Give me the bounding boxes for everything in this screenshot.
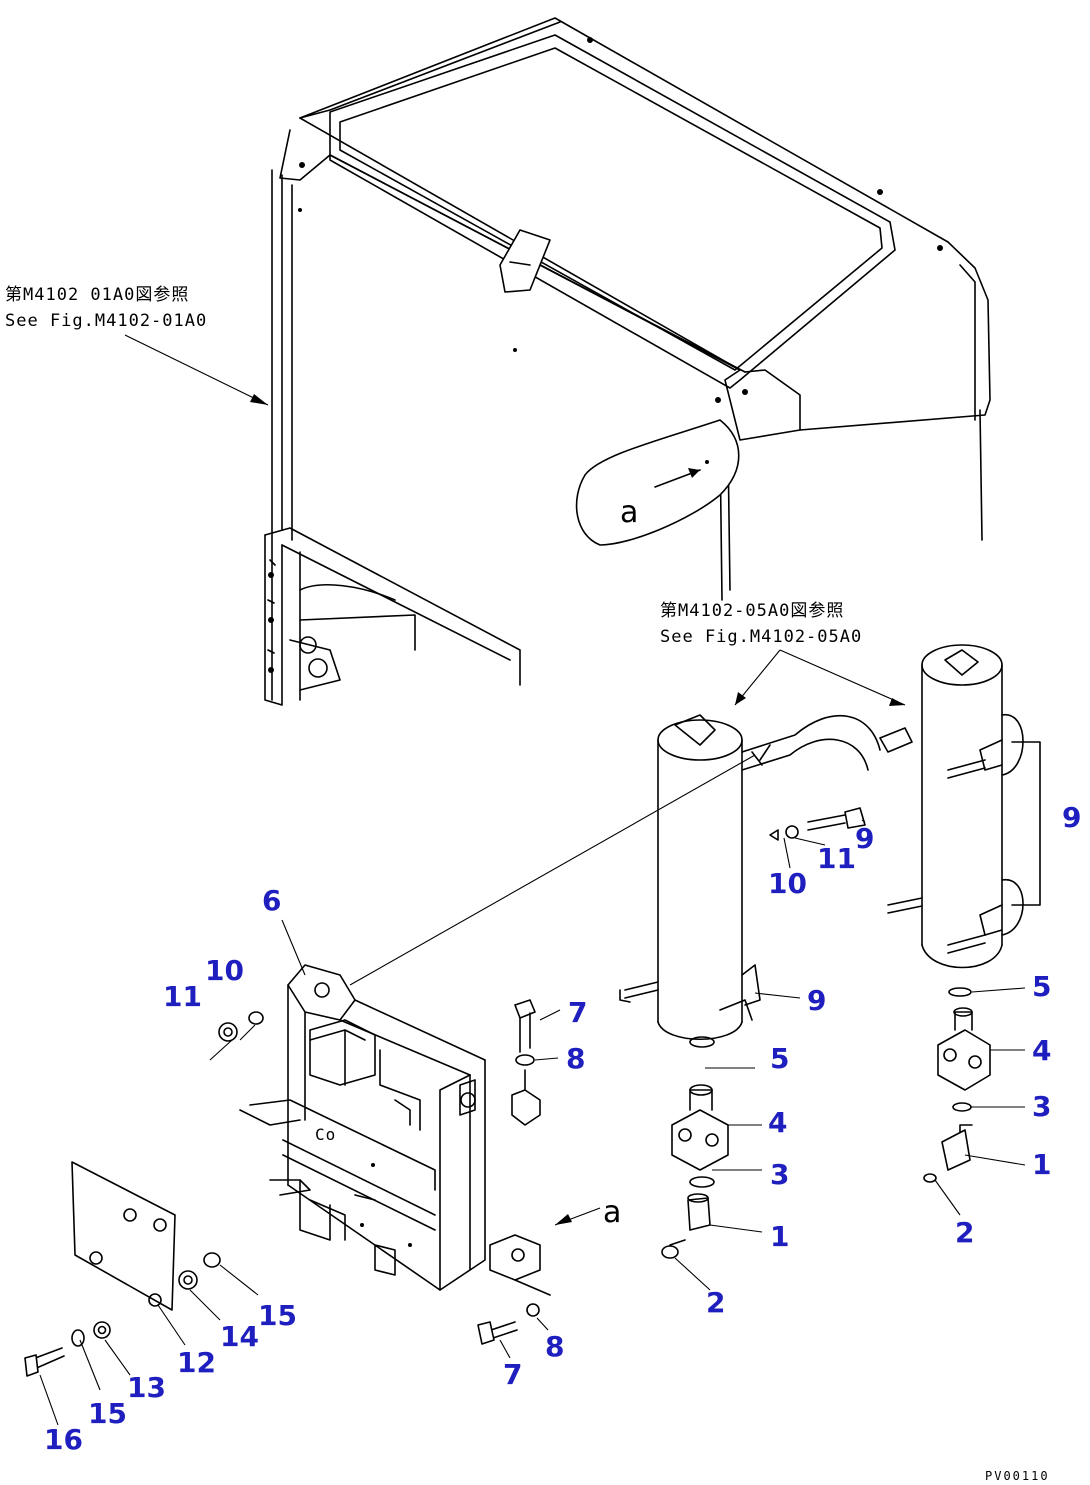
cover-plate [71, 1161, 176, 1311]
callout-9-right: 9 [1062, 801, 1081, 834]
callout-10-left: 10 [205, 954, 244, 987]
leader-lines [39, 334, 1040, 1426]
reference-note-2-jp: 第M4102-05A0図参照 [660, 601, 844, 621]
callout-8-lower: 8 [545, 1330, 564, 1363]
callout-1-right: 1 [1032, 1148, 1051, 1181]
callout-11-left: 11 [163, 980, 202, 1013]
hardware [24, 999, 540, 1377]
callout-15-lower: 15 [88, 1397, 127, 1430]
reference-note-1-jp: 第M4102 01A0図参照 [5, 285, 189, 305]
callout-12: 12 [177, 1346, 216, 1379]
reference-note-2-en: See Fig.M4102-05A0 [660, 627, 862, 647]
reference-note-1-en: See Fig.M4102-01A0 [5, 311, 207, 331]
callout-6: 6 [262, 884, 281, 917]
callout-5-left: 5 [770, 1042, 789, 1075]
view-tag-arrow: a [603, 1195, 621, 1230]
callout-13: 13 [127, 1371, 166, 1404]
svg-text:Co: Co [315, 1125, 336, 1144]
callout-3-left: 3 [770, 1158, 789, 1191]
callout-2-left: 2 [706, 1286, 725, 1319]
callout-15-upper: 15 [258, 1299, 297, 1332]
callout-4-right: 4 [1032, 1034, 1051, 1067]
callout-14: 14 [220, 1320, 259, 1353]
callout-7-upper: 7 [568, 996, 587, 1029]
callout-16: 16 [44, 1423, 83, 1456]
figure-code: PV00110 [985, 1469, 1050, 1483]
fitting-assembly-right [923, 987, 991, 1183]
view-tag-bubble: a [620, 495, 638, 530]
callout-2-right: 2 [955, 1216, 974, 1249]
callout-3-right: 3 [1032, 1090, 1051, 1123]
receiver-dryer-left [619, 714, 913, 1040]
callout-9-lower: 9 [807, 984, 826, 1017]
callout-4-left: 4 [768, 1106, 787, 1139]
callout-7-lower: 7 [503, 1358, 522, 1391]
callout-11-upper: 11 [817, 842, 856, 875]
callout-5-right: 5 [1032, 970, 1051, 1003]
callout-1-left: 1 [770, 1220, 789, 1253]
fitting-assembly-left [661, 1036, 729, 1259]
cab-body [264, 17, 991, 706]
receiver-dryer-right [887, 644, 1041, 969]
callout-8-upper: 8 [566, 1042, 585, 1075]
callout-9-upper: 9 [855, 822, 874, 855]
callout-10-upper: 10 [768, 867, 807, 900]
mounting-bracket: Co [239, 754, 756, 1296]
